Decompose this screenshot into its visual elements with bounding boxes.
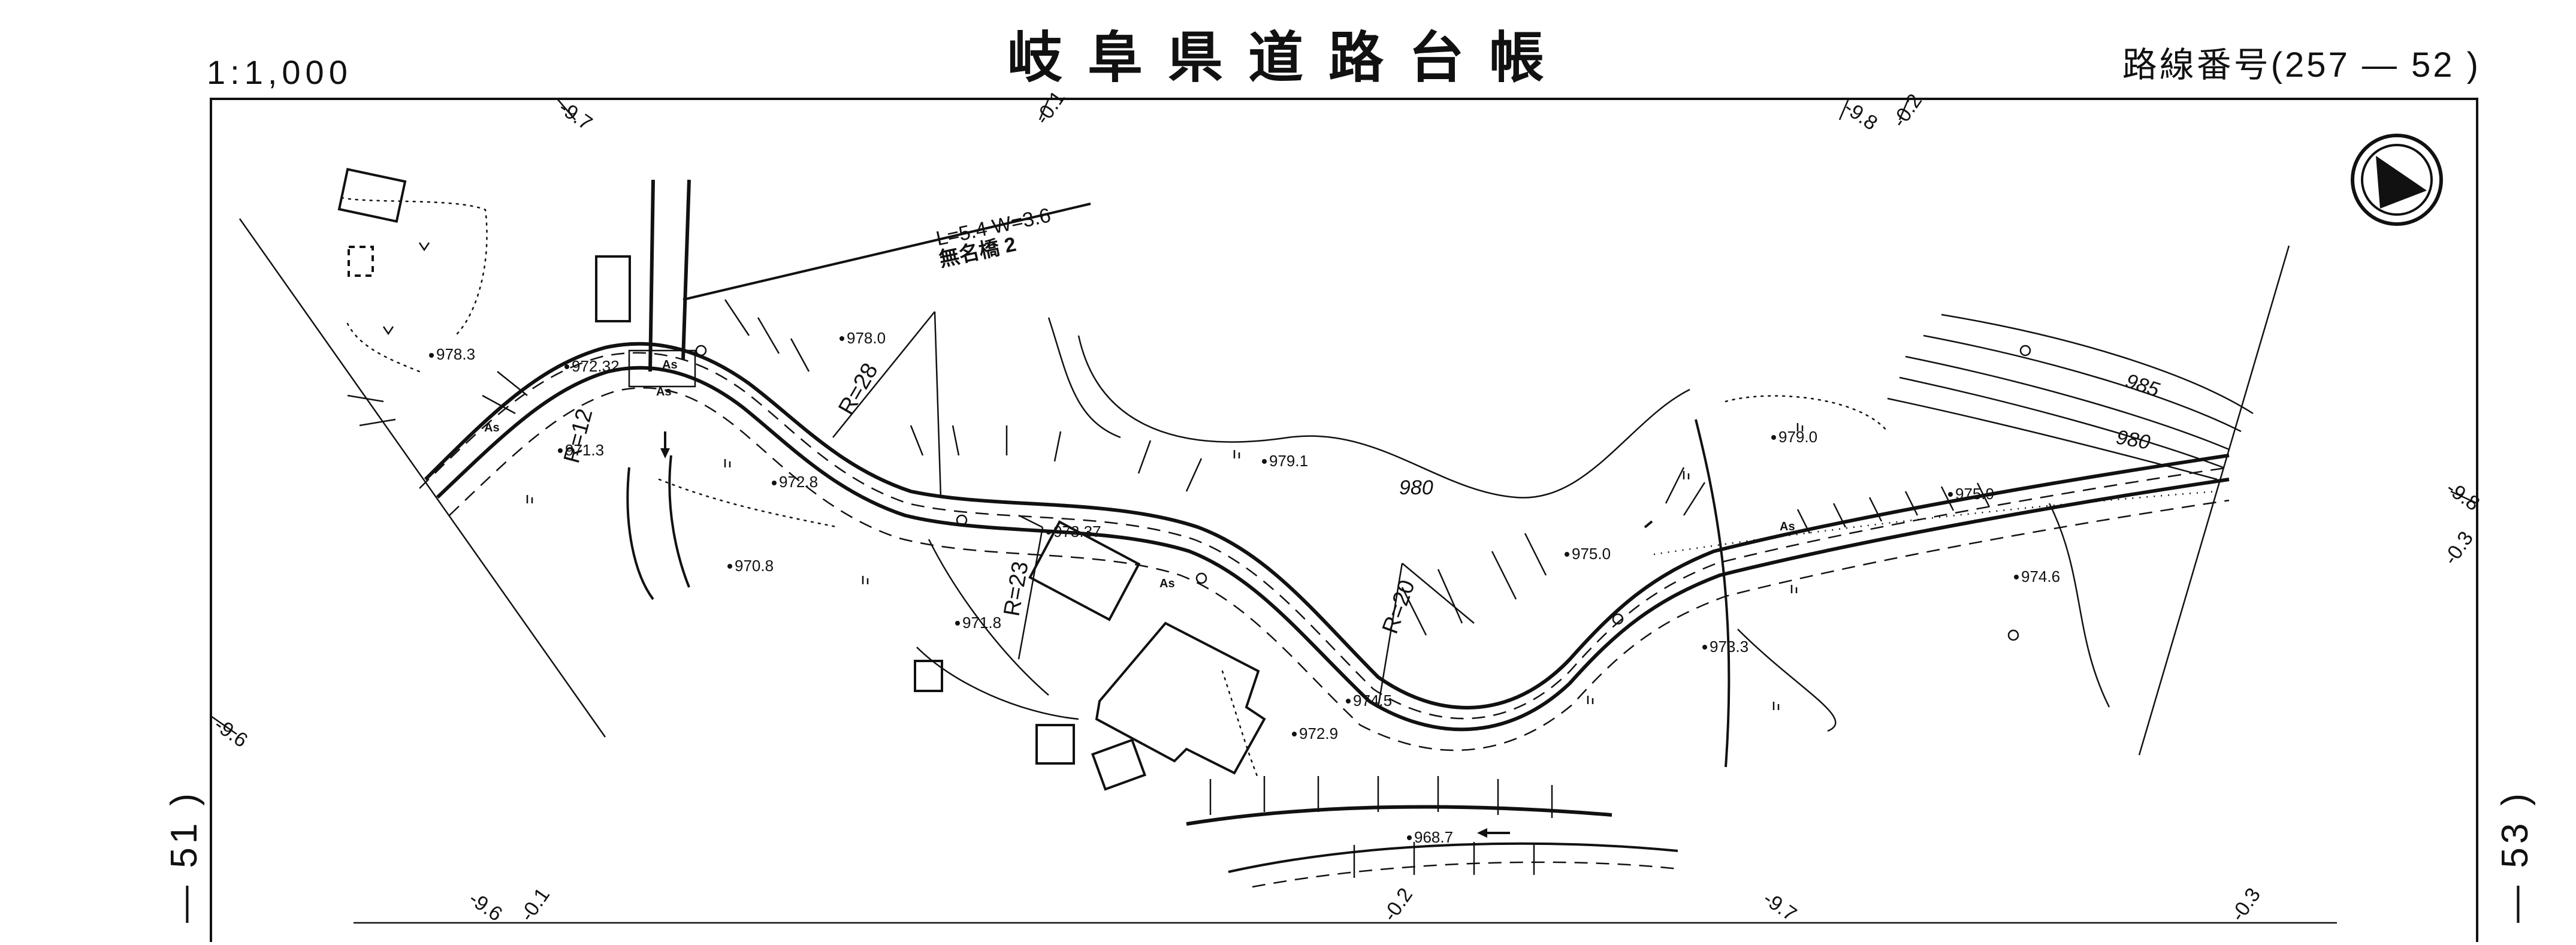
surface-label: As <box>484 421 500 434</box>
edge-label: -9.7 <box>1759 887 1801 926</box>
svg-text:970.8: 970.8 <box>735 557 774 575</box>
surface-label: As <box>662 358 678 372</box>
surface-label: As <box>1780 520 1795 533</box>
sheet-ref-left: — 51 ) <box>164 790 205 923</box>
contour-label: 980 <box>2115 425 2152 454</box>
svg-text:975.9: 975.9 <box>1955 485 1994 503</box>
road-lower <box>1186 805 1678 888</box>
svg-text:972.8: 972.8 <box>779 473 818 491</box>
slope-hatching <box>347 299 1991 878</box>
map-frame <box>210 98 2478 945</box>
svg-text:978.3: 978.3 <box>436 345 475 363</box>
svg-text:973.37: 973.37 <box>1053 523 1101 541</box>
elevation-point: 971.8 <box>955 614 1001 632</box>
road-main <box>419 342 2230 751</box>
edge-label: -0.3 <box>2226 884 2265 926</box>
elevation-point: 975.0 <box>1565 545 1611 563</box>
vegetation-symbols <box>382 242 1804 710</box>
svg-text:971.8: 971.8 <box>962 614 1001 632</box>
svg-text:973.3: 973.3 <box>1710 638 1748 656</box>
surface-label: As <box>656 385 672 398</box>
surface-label: As <box>1159 577 1175 590</box>
elevation-point: 971.3 <box>558 441 604 459</box>
elevation-point: 978.3 <box>429 345 475 363</box>
surface-labels: As As As As As <box>484 358 1795 590</box>
north-arrow-icon <box>2351 134 2443 226</box>
elevation-point: 973.37 <box>1046 523 1101 541</box>
elevation-point: 972.9 <box>1292 724 1338 742</box>
edge-label: -0.2 <box>1378 884 1417 926</box>
contour-lines <box>916 313 2254 768</box>
elevation-point: 979.0 <box>1771 428 1817 446</box>
elevation-point: 973.3 <box>1702 638 1748 656</box>
svg-text:972.32: 972.32 <box>572 357 620 375</box>
curve-label: R=28 <box>833 359 883 419</box>
svg-text:974.5: 974.5 <box>1353 692 1392 709</box>
svg-text:974.6: 974.6 <box>2021 567 2060 585</box>
grid-ticks <box>210 98 2478 924</box>
edge-label: -0.1 <box>1031 87 1070 129</box>
contour-label: 985 <box>2123 369 2163 401</box>
spot-elevations: 978.3 972.32 971.3 978.0 972.8 970.8 979… <box>429 329 2060 846</box>
elevation-point: 974.6 <box>2014 567 2060 585</box>
svg-text:975.0: 975.0 <box>1572 545 1611 563</box>
map-title: 岐阜県道路台帳 <box>1007 28 1569 89</box>
elevation-point: 978.0 <box>839 329 886 347</box>
sheet-ref-right: — 53 ) <box>2495 790 2536 923</box>
sheet-boundary-lines <box>238 218 2290 756</box>
property-boundaries <box>340 197 1889 780</box>
elevation-point: 968.7 <box>1407 828 1453 846</box>
cut-hatching <box>1653 490 2218 555</box>
elevation-point: 972.32 <box>564 357 620 375</box>
edge-label: -9.8 <box>1840 96 1882 135</box>
curve-guides <box>832 311 1475 708</box>
edge-label: -0.1 <box>515 884 554 926</box>
elevation-point: 972.8 <box>772 473 818 491</box>
utility-poles <box>695 345 2031 641</box>
road-side <box>626 179 691 600</box>
edge-label: -0.3 <box>2439 527 2478 569</box>
contour-label: 980 <box>1399 476 1433 499</box>
bridge: L=5.4 W=3.6 無名橋 2 <box>628 203 1091 388</box>
edge-label: -9.6 <box>464 887 506 926</box>
elevation-point: 979.1 <box>1262 452 1308 470</box>
curve-labels: R=12 R=28 R=23 R=20 <box>559 359 1420 637</box>
svg-text:968.7: 968.7 <box>1414 828 1453 846</box>
scale-label: 1:1,000 <box>207 53 352 91</box>
svg-text:979.1: 979.1 <box>1269 452 1308 470</box>
elevation-point: 970.8 <box>727 557 774 575</box>
svg-text:978.0: 978.0 <box>847 329 886 347</box>
elevation-point: 974.5 <box>1346 692 1392 709</box>
elevation-point: 975.9 <box>1948 485 1994 503</box>
edge-label: -0.2 <box>1888 90 1926 132</box>
edge-labels: -9.7 -0.1 -9.8 -0.2 -9.6 -9.8 -0.3 -9.6 … <box>210 87 2484 926</box>
buildings <box>337 168 1266 791</box>
direction-arrows <box>660 431 1653 838</box>
svg-text:972.9: 972.9 <box>1299 724 1338 742</box>
route-number: 路線番号(257 — 52 ) <box>2122 46 2481 84</box>
svg-text:971.3: 971.3 <box>565 441 604 459</box>
